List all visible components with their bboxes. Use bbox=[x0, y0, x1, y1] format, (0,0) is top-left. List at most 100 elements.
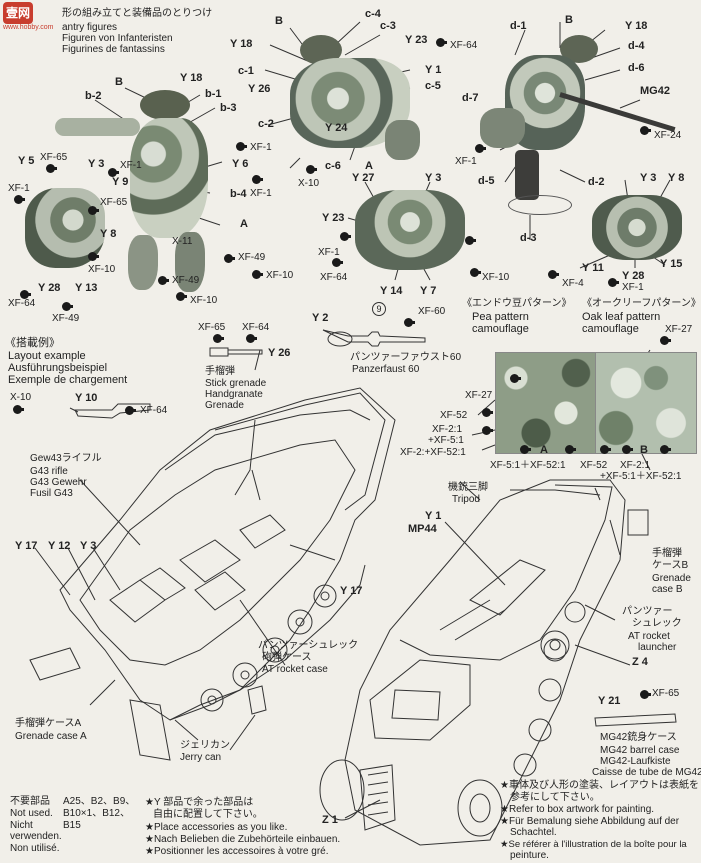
paint-dot-icon bbox=[213, 334, 224, 343]
paint-dot-icon bbox=[340, 232, 351, 241]
part-label: c-4 bbox=[365, 8, 381, 20]
paint-code: XF-1 bbox=[318, 247, 340, 258]
paint-dot-icon bbox=[600, 445, 611, 454]
part-label: Y 5 bbox=[18, 155, 35, 167]
paint-code: XF-2:1 bbox=[432, 424, 463, 435]
part-label: Y 27 bbox=[352, 172, 375, 184]
part-label: Y 6 bbox=[232, 158, 249, 170]
paint-code: XF-64 bbox=[242, 322, 270, 333]
paint-code: XF-64 bbox=[450, 40, 478, 51]
launcher-jp2: シュレック bbox=[632, 618, 682, 629]
part-label: Y 26 bbox=[268, 347, 291, 359]
paint-dot-icon bbox=[436, 38, 447, 47]
paint-dot-icon bbox=[88, 252, 99, 261]
pea-title-en2: camouflage bbox=[472, 323, 529, 335]
pea-title-en: Pea pattern bbox=[472, 311, 529, 323]
part-label: Y 23 bbox=[322, 212, 345, 224]
paint-dot-icon bbox=[548, 270, 559, 279]
paint-code: XF-2:+XF-52:1 bbox=[400, 447, 466, 458]
title-de: Figuren von Infanteristen bbox=[62, 33, 173, 44]
grenade-case-b-en2: case B bbox=[652, 584, 683, 595]
part-label: d-1 bbox=[510, 20, 527, 32]
paint-code: XF-24 bbox=[654, 130, 682, 141]
part-label: Y 10 bbox=[75, 392, 98, 404]
part-label: d-2 bbox=[588, 176, 605, 188]
part-label: Y 18 bbox=[625, 20, 648, 32]
part-label: Y 3 bbox=[88, 158, 105, 170]
paint-code: XF-65 bbox=[40, 152, 68, 163]
acc-fr: ★Positionner les accessoires à votre gré… bbox=[145, 846, 329, 857]
part-label: Y 15 bbox=[660, 258, 683, 270]
part-label: Y 17 bbox=[15, 540, 38, 552]
not-used-de: Nicht bbox=[10, 820, 33, 831]
paint-code: XF-10 bbox=[266, 270, 294, 281]
launcher-en: AT rocket bbox=[628, 631, 670, 642]
paint-dot-icon bbox=[125, 406, 136, 415]
paint-dot-icon bbox=[62, 302, 73, 311]
paint-code: XF-64 bbox=[320, 272, 348, 283]
rifle-en: G43 rifle bbox=[30, 466, 68, 477]
paint-dot-icon bbox=[108, 168, 119, 177]
paint-dot-icon bbox=[236, 142, 247, 151]
paint-dot-icon bbox=[306, 165, 317, 174]
oak-title-en2: camouflage bbox=[582, 323, 639, 335]
paint-code: X-10 bbox=[10, 392, 32, 403]
panzerfaust-jp: パンツァーファウスト60 bbox=[350, 352, 462, 363]
part-label: Y 23 bbox=[405, 34, 428, 46]
paint-code: XF-1 bbox=[622, 282, 644, 293]
title-en: antry figures bbox=[62, 22, 118, 33]
paint-code: XF-49 bbox=[172, 275, 200, 286]
part-label: Y 26 bbox=[248, 83, 271, 95]
barrel-case-en: MG42 barrel case bbox=[600, 745, 680, 756]
part-label: d-3 bbox=[520, 232, 537, 244]
not-used-de2: verwenden. bbox=[10, 831, 62, 842]
paint-note-fr: ★Se référer à l'illustration de la boîte… bbox=[500, 839, 687, 850]
paint-dot-icon bbox=[660, 445, 671, 454]
acc-jp2: 自由に配置して下さい。 bbox=[153, 809, 263, 820]
grenade-fr: Grenade bbox=[205, 400, 244, 411]
part-label: b-2 bbox=[85, 90, 102, 102]
oak-title-jp: 《オークリーフパターン》 bbox=[582, 298, 701, 309]
logo-url: www.hobby.com bbox=[3, 24, 54, 31]
paint-dot-icon bbox=[46, 164, 57, 173]
acc-de: ★Nach Belieben die Zubehörteile einbauen… bbox=[145, 834, 341, 845]
barrel-case-fr: Caisse de tube de MG42 bbox=[592, 767, 701, 778]
paint-note-de2: Schachtel. bbox=[510, 827, 557, 838]
layout-de: Ausführungsbeispiel bbox=[8, 362, 108, 374]
jerry-can-jp: ジェリカン bbox=[180, 740, 230, 751]
paint-code: XF-1 bbox=[120, 160, 142, 171]
paint-code: XF-52 bbox=[580, 460, 608, 471]
logo-mark: 壹网 bbox=[3, 2, 33, 24]
paint-dot-icon bbox=[13, 405, 24, 414]
barrel-case-jp: MG42銃身ケース bbox=[600, 732, 677, 743]
panzerfaust-en: Panzerfaust 60 bbox=[352, 364, 420, 375]
grenade-case-a-jp: 手榴弾ケースA bbox=[15, 718, 82, 729]
paint-dot-icon bbox=[475, 144, 486, 153]
paint-dot-icon bbox=[660, 336, 671, 345]
paint-code: XF-1 bbox=[455, 156, 477, 167]
part-label: Y 8 bbox=[100, 228, 117, 240]
part-label: Y 17 bbox=[340, 585, 363, 597]
title-jp: 形の組み立てと装備品のとりつけ bbox=[62, 8, 213, 19]
paint-code: XF-5:1＋XF-52:1 bbox=[490, 460, 566, 471]
paint-code: XF-1 bbox=[8, 183, 30, 194]
paint-code: XF-10 bbox=[88, 264, 116, 275]
grenade-case-b-jp2: ケースB bbox=[652, 560, 689, 571]
grenade-case-a-en: Grenade case A bbox=[15, 731, 87, 742]
paint-code: X-10 bbox=[298, 178, 320, 189]
paint-dot-icon bbox=[482, 426, 493, 435]
not-used-parts2: B10×1、B12、 bbox=[63, 808, 130, 819]
paint-code: XF-65 bbox=[652, 688, 680, 699]
paint-code: XF-60 bbox=[418, 306, 446, 317]
paint-dot-icon bbox=[565, 445, 576, 454]
paint-dot-icon bbox=[640, 126, 651, 135]
part-label: Y 3 bbox=[425, 172, 442, 184]
barrel-case-de: MG42-Laufkiste bbox=[600, 756, 671, 767]
part-label: Y 28 bbox=[38, 282, 61, 294]
paint-dot-icon bbox=[158, 276, 169, 285]
part-label: Y 13 bbox=[75, 282, 98, 294]
grenade-case-b-en: Grenade bbox=[652, 573, 691, 584]
paint-dot-icon bbox=[470, 268, 481, 277]
step-number: 9 bbox=[372, 302, 386, 316]
